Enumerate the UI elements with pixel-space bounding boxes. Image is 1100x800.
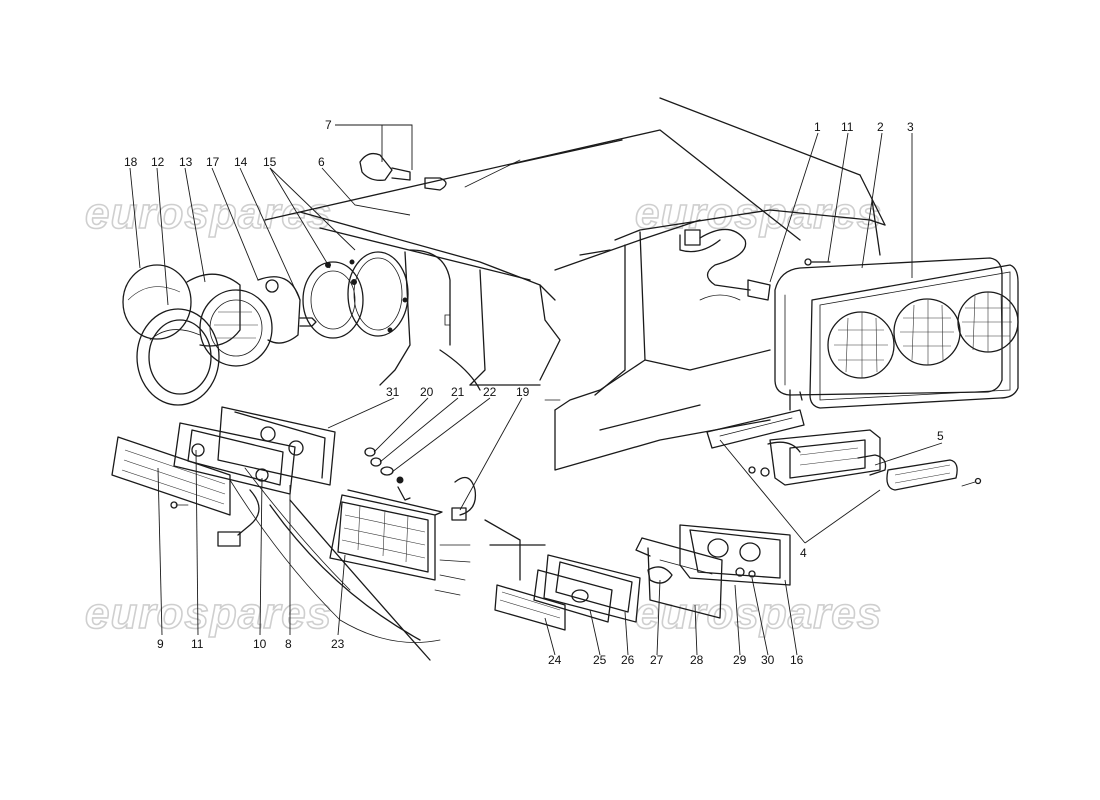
part-number-30: 30 bbox=[761, 653, 775, 667]
rear-lamp-lens-3 bbox=[809, 264, 1019, 409]
rear-lamp-lens-24 bbox=[494, 584, 566, 631]
part-number-26: 26 bbox=[621, 653, 635, 667]
headlamp-assembly bbox=[122, 251, 409, 406]
part-number-23: 23 bbox=[331, 637, 345, 651]
part-number-15: 15 bbox=[263, 155, 277, 169]
part-number-14: 14 bbox=[234, 155, 248, 169]
part-number-22: 22 bbox=[483, 385, 497, 399]
watermark-bottom-right: eurospares bbox=[635, 589, 882, 638]
fasteners-20-22 bbox=[364, 447, 404, 484]
watermark-top-right: eurospares bbox=[635, 189, 882, 238]
part-number-13: 13 bbox=[179, 155, 193, 169]
part-number-17: 17 bbox=[206, 155, 220, 169]
headlamp-housing-6 bbox=[347, 251, 409, 337]
sealed-beam-unit-17 bbox=[199, 289, 273, 367]
part-number-2: 2 bbox=[877, 120, 884, 134]
part-number-1: 1 bbox=[814, 120, 821, 134]
rear-lamp-gasket-2 bbox=[774, 257, 1003, 396]
part-number-21: 21 bbox=[451, 385, 465, 399]
part-number-25: 25 bbox=[593, 653, 607, 667]
part-number-10: 10 bbox=[253, 637, 267, 651]
part-number-18: 18 bbox=[124, 155, 138, 169]
part-number-28: 28 bbox=[690, 653, 704, 667]
mounting-ring-15 bbox=[302, 261, 364, 339]
bulb-holder-7 bbox=[359, 152, 447, 191]
part-number-16: 16 bbox=[790, 653, 804, 667]
part-number-12: 12 bbox=[151, 155, 165, 169]
front-body-outline bbox=[229, 129, 801, 661]
part-number-7: 7 bbox=[325, 118, 332, 132]
adjusting-frame-14 bbox=[257, 276, 301, 344]
front-indicator-assembly bbox=[111, 406, 336, 547]
rear-lamp-bracket-28 bbox=[641, 537, 723, 619]
rear-lamp-housing-16 bbox=[679, 524, 791, 586]
fog-lamp-23 bbox=[329, 489, 443, 581]
rear-light-cluster bbox=[684, 228, 1019, 411]
rear-lamp-exploded bbox=[494, 524, 791, 631]
part-number-9: 9 bbox=[157, 637, 164, 651]
part-number-6: 6 bbox=[318, 155, 325, 169]
part-number-20: 20 bbox=[420, 385, 434, 399]
rear-body-outline bbox=[544, 97, 886, 471]
part-number-labels: 18 12 13 17 14 15 6 7 1 11 2 3 31 20 21 … bbox=[124, 118, 944, 667]
part-number-3: 3 bbox=[907, 120, 914, 134]
rear-lamp-frame-26 bbox=[543, 554, 641, 623]
part-number-4: 4 bbox=[800, 546, 807, 560]
watermark-group: eurospares eurospares eurospares eurospa… bbox=[84, 188, 882, 639]
watermark-bottom-left: eurospares bbox=[85, 589, 332, 638]
part-number-29: 29 bbox=[733, 653, 747, 667]
part-number-8: 8 bbox=[285, 637, 292, 651]
rear-lamp-gasket-25 bbox=[533, 569, 613, 623]
part-number-11-front: 11 bbox=[191, 637, 204, 651]
retaining-ring-12 bbox=[136, 308, 220, 406]
part-number-5: 5 bbox=[937, 429, 944, 443]
headlamp-lens-18 bbox=[122, 264, 192, 340]
part-number-27: 27 bbox=[650, 653, 664, 667]
side-marker-gasket-4 bbox=[706, 409, 805, 449]
part-number-31: 31 bbox=[386, 385, 400, 399]
part-number-24: 24 bbox=[548, 653, 562, 667]
indicator-housing-8 bbox=[217, 406, 336, 486]
part-number-11-rear: 11 bbox=[841, 120, 854, 134]
headlamp-bowl-13 bbox=[186, 273, 241, 347]
leader-lines bbox=[129, 124, 943, 656]
side-marker-assembly bbox=[706, 409, 982, 491]
part-number-19: 19 bbox=[516, 385, 530, 399]
wiring-harness-1 bbox=[699, 228, 751, 291]
